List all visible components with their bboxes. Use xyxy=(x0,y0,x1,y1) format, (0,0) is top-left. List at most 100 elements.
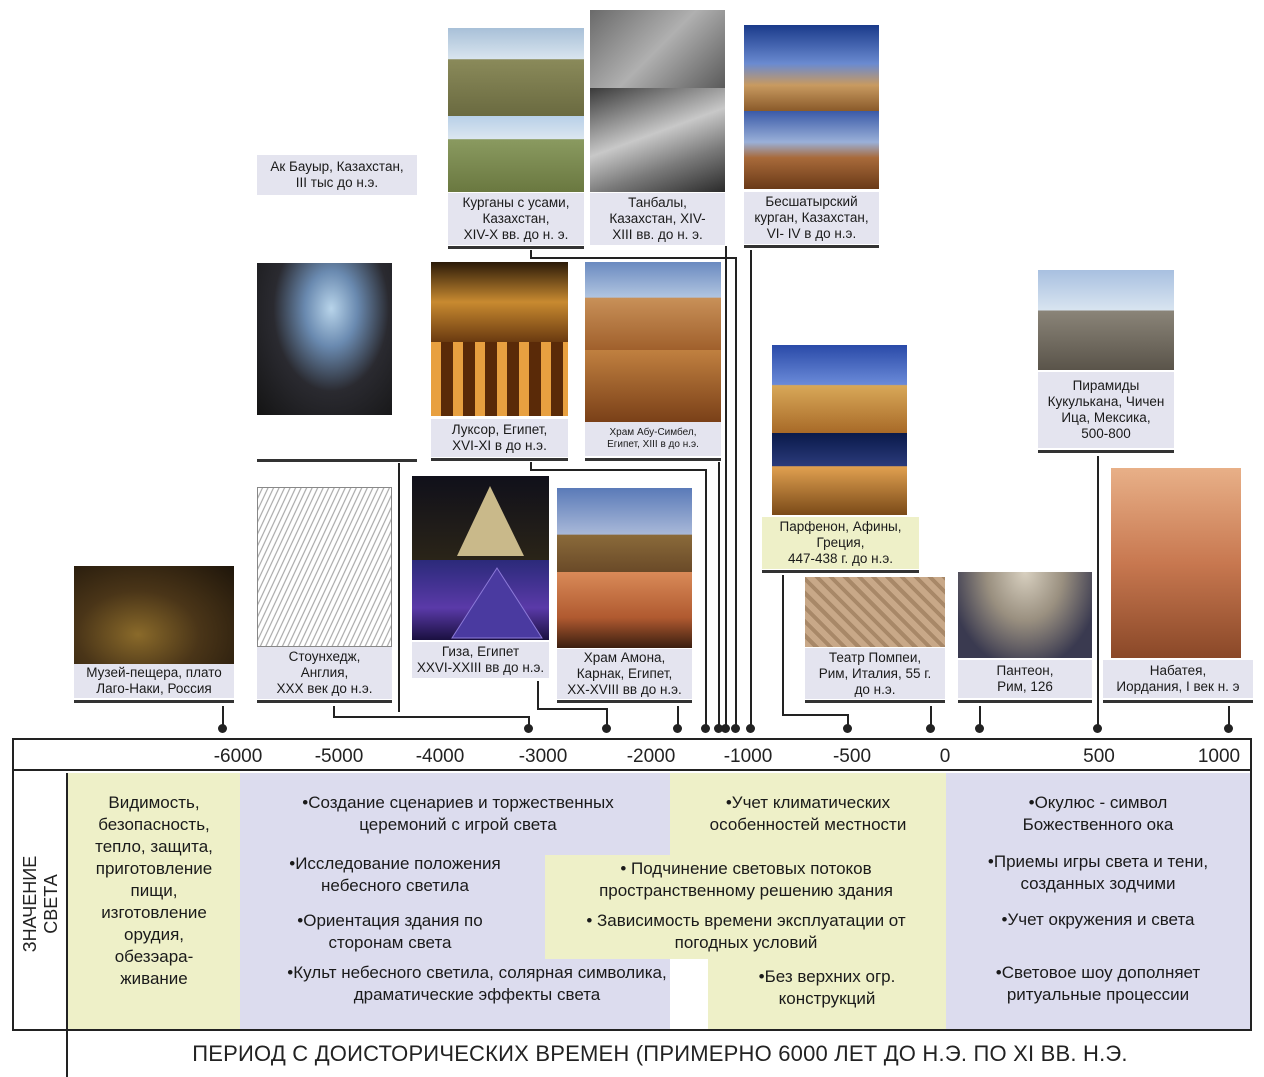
pantheon-photo xyxy=(958,572,1092,658)
card-caption: Танбалы, Казахстан, XIV- XIII вв. до н. … xyxy=(590,193,725,245)
card-underline xyxy=(557,700,692,703)
cell-light-shadow: •Приемы игры света и тени, созданных зод… xyxy=(987,852,1209,893)
tick-label: 1000 xyxy=(1197,746,1241,767)
card-caption: Луксор, Египет, XVI-XI в до н.э. xyxy=(431,419,568,457)
besshatyr-photo-top xyxy=(744,25,879,111)
card-underline xyxy=(431,458,568,461)
card-abu-simbel: Храм Абу-Симбел, Египет, XIII в до н.э. xyxy=(585,262,721,462)
card-underline xyxy=(448,246,584,249)
card-besshatyr: Бесшатырский курган, Казахстан, VI- IV в… xyxy=(744,25,879,253)
tick-label: -5000 xyxy=(314,746,364,767)
band-mid-center xyxy=(545,855,946,959)
kurgans-photo-bottom xyxy=(448,116,584,192)
luxor-photo-top xyxy=(431,262,568,342)
card-underline xyxy=(762,570,919,573)
card-caption: Стоунхедж, Англия, XXX век до н.э. xyxy=(257,647,392,699)
cell-oculus: •Окулюс - символ Божественного ока xyxy=(1022,793,1174,834)
card-karnak: Храм Амона, Карнак, Египет, XX-XVIII вв … xyxy=(557,488,692,706)
tanbaly-photo-top xyxy=(590,10,725,88)
card-underline xyxy=(744,245,879,248)
tick-label: -2000 xyxy=(626,746,676,767)
card-nabatea: Набатея, Иордания, I век н. э xyxy=(1103,468,1253,706)
card-underline xyxy=(1103,700,1253,703)
card-stonehenge: Стоунхедж, Англия, XXX век до н.э. xyxy=(257,487,392,706)
card-pompey: Театр Помпеи, Рим, Италия, 55 г. до н.э. xyxy=(805,577,945,706)
band-prehistoric xyxy=(68,773,240,1029)
cell-no-roof: •Без верхних огр. конструкций xyxy=(758,967,896,1008)
parthenon-photo-day xyxy=(772,345,907,433)
giza-photo-day xyxy=(412,476,549,560)
abu-simbel-photo-top xyxy=(585,262,721,350)
nabatea-photo xyxy=(1111,468,1241,658)
cave-photo xyxy=(74,566,234,664)
besshatyr-photo-bottom xyxy=(744,111,879,189)
meaning-label: ЗНАЧЕНИЕ СВЕТА xyxy=(20,855,61,953)
tick-label: 0 xyxy=(939,746,951,767)
tick-label: -4000 xyxy=(415,746,465,767)
cell-light-flows: • Подчинение световых потоков пространст… xyxy=(599,859,893,900)
tanbaly-photo-bottom xyxy=(590,88,725,192)
card-pantheon: Пантеон, Рим, 126 xyxy=(958,572,1092,706)
card-underline xyxy=(257,700,392,703)
card-underline xyxy=(74,700,234,703)
cell-sun-cult: •Культ небесного светила, солярная симво… xyxy=(287,963,667,1004)
timeline-axis xyxy=(12,738,1252,771)
cell-prehistoric: Видимость, безопасность, тепло, защита, … xyxy=(95,793,213,988)
karnak-photo-day xyxy=(557,488,692,572)
stonehenge-sketch xyxy=(257,487,392,647)
card-caption: Гиза, Египет XXVI-XXIII вв до н.э. xyxy=(412,642,549,678)
card-kurgans: Курганы с усами, Казахстан, XIV-X вв. до… xyxy=(448,28,584,253)
tick-label: 500 xyxy=(1083,746,1115,767)
band-late xyxy=(946,773,1250,1029)
card-kukulkan: Пирамиды Кукулькана, Чичен Ица, Мексика,… xyxy=(1038,270,1174,456)
cell-celestial-position: •Исследование положения небесного светил… xyxy=(289,854,501,895)
card-underline xyxy=(257,459,417,462)
card-tanbaly: Танбалы, Казахстан, XIV- XIII вв. до н. … xyxy=(590,10,725,250)
card-giza: Гиза, Египет XXVI-XXIII вв до н.э. xyxy=(412,476,549,681)
pyramid-icon xyxy=(451,567,543,639)
cell-orientation: •Ориентация здания по сторонам света xyxy=(297,911,483,952)
luxor-photo-bottom xyxy=(431,342,568,416)
card-underline xyxy=(1038,450,1174,453)
kukulkan-photo xyxy=(1038,270,1174,370)
card-caption: Курганы с усами, Казахстан, XIV-X вв. до… xyxy=(448,193,584,245)
kurgans-photo-top xyxy=(448,28,584,116)
card-caption: Парфенон, Афины, Греция, 447-438 г. до н… xyxy=(762,517,919,569)
period-row: ПЕРИОД С ДОИСТОРИЧЕСКИХ ВРЕМЕН (ПРИМЕРНО… xyxy=(66,1031,1252,1077)
tick-label: -6000 xyxy=(213,746,263,767)
cell-weather: • Зависимость времени эксплуатации от по… xyxy=(586,911,906,952)
pompey-photo xyxy=(805,577,945,647)
abu-simbel-photo-bottom xyxy=(585,350,721,422)
band-mid-lower xyxy=(708,959,946,1029)
card-caption: Набатея, Иордания, I век н. э xyxy=(1103,660,1253,698)
tick-label: -1000 xyxy=(723,746,773,767)
cell-light-show: •Световое шоу дополняет ритуальные проце… xyxy=(995,963,1201,1004)
card-underline xyxy=(585,458,721,461)
tick-label: -3000 xyxy=(518,746,568,767)
card-luxor: Луксор, Египет, XVI-XI в до н.э. xyxy=(431,262,568,462)
card-underline xyxy=(805,700,945,703)
card-caption: Бесшатырский курган, Казахстан, VI- IV в… xyxy=(744,192,879,244)
karnak-photo-night xyxy=(557,572,692,648)
card-underline xyxy=(958,700,1092,703)
tick-label: -500 xyxy=(832,746,872,767)
card-caption: Ак Бауыр, Казахстан, III тыс до н.э. xyxy=(257,155,417,195)
period-text: ПЕРИОД С ДОИСТОРИЧЕСКИХ ВРЕМЕН (ПРИМЕРНО… xyxy=(192,1041,1128,1066)
ak-bauyr-photo xyxy=(257,263,392,415)
cell-environment: •Учет окружения и света xyxy=(1001,910,1195,929)
card-caption: Театр Помпеи, Рим, Италия, 55 г. до н.э. xyxy=(805,648,945,699)
cell-ceremonies: •Создание сценариев и торжественных цере… xyxy=(302,793,614,834)
label-column xyxy=(14,773,68,1029)
meaning-table xyxy=(12,771,1252,1031)
card-museum-cave: Музей-пещера, плато Лаго-Наки, Россия xyxy=(74,566,234,706)
parthenon-photo-night xyxy=(772,433,907,515)
card-caption: Храм Амона, Карнак, Египет, XX-XVIII вв … xyxy=(557,649,692,699)
band-mid-upper xyxy=(670,773,946,855)
card-caption: Пантеон, Рим, 126 xyxy=(958,660,1092,698)
giza-photo-night xyxy=(412,560,549,640)
card-parthenon: Парфенон, Афины, Греция, 447-438 г. до н… xyxy=(762,345,919,575)
cell-climate: •Учет климатических особенностей местнос… xyxy=(709,793,907,834)
pyramid-icon xyxy=(457,486,524,556)
card-caption: Музей-пещера, плато Лаго-Наки, Россия xyxy=(74,664,234,698)
